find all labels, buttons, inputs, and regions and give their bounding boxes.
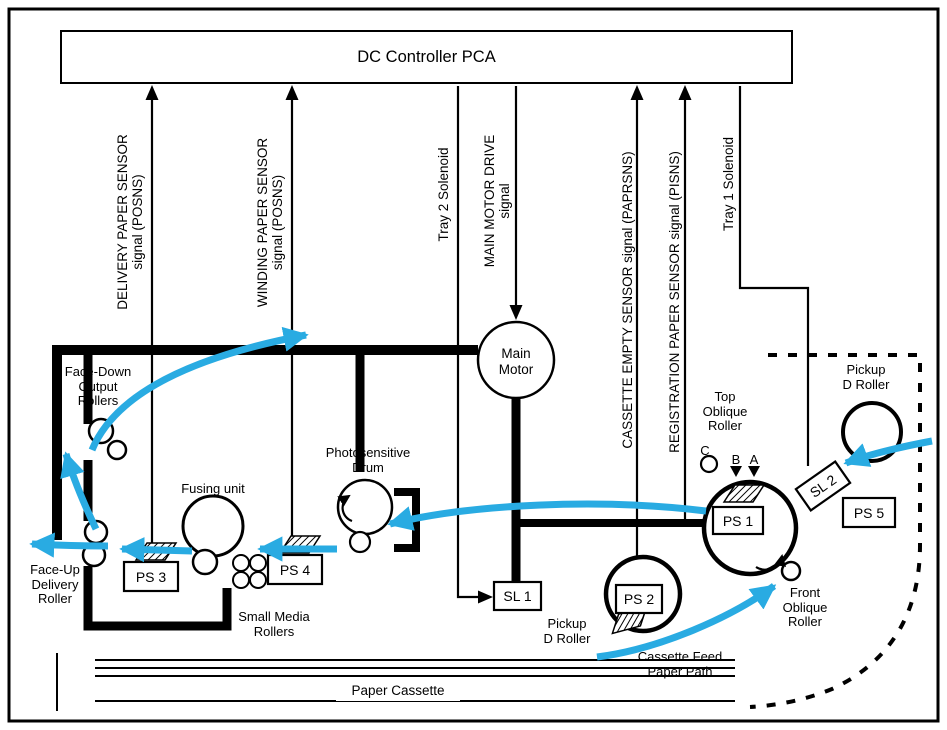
signal-label-delivery-paper-sensor: DELIVERY PAPER SENSOR signal (POSNS) bbox=[115, 134, 145, 310]
path-faceup-exit bbox=[29, 532, 109, 558]
ps3-label: PS 3 bbox=[135, 568, 167, 585]
small-media-roller-2 bbox=[249, 554, 267, 572]
signal-label-tray2-solenoid: Tray 2 Solenoid bbox=[436, 147, 451, 242]
marker-a-triangle bbox=[748, 466, 760, 477]
pressure-roller-circle bbox=[191, 548, 219, 576]
main-motor-circle bbox=[476, 320, 556, 400]
face-down-roller-2 bbox=[106, 439, 128, 461]
dc-controller-pca-title: DC Controller PCA bbox=[357, 47, 496, 66]
signal-label-main-motor-drive: MAIN MOTOR DRIVE signal bbox=[482, 134, 512, 268]
component-boxes bbox=[122, 460, 897, 615]
signal-label-cassette-empty-sensor: CASSETTE EMPTY SENSOR signal (PAPRSNS) bbox=[620, 151, 635, 449]
ps1-label: PS 1 bbox=[722, 512, 754, 529]
signal-label-registration-paper-sensor: REGISTRATION PAPER SENSOR signal (PISNS) bbox=[667, 151, 682, 453]
signal-label-winding-paper-sensor: WINDING PAPER SENSOR signal (POSNS) bbox=[255, 137, 285, 308]
photosensitive-drum-label: Photosensitive Drum bbox=[325, 445, 411, 475]
paper-cassette-label: Paper Cassette bbox=[336, 679, 460, 701]
ps1-rotation-arrow bbox=[755, 554, 786, 571]
face-down-output-rollers-label: Face-Down Output Rollers bbox=[64, 364, 132, 408]
main-motor-label: Main Motor bbox=[498, 346, 534, 377]
rotation-arrows bbox=[337, 494, 786, 571]
cassette-feed-paper-path-label: Cassette Feed Paper Path bbox=[637, 649, 723, 679]
arrowhead-motor-down bbox=[509, 305, 523, 320]
marker-b-triangle bbox=[730, 466, 742, 477]
frame-lines bbox=[52, 345, 703, 631]
frame-top-left-duct bbox=[52, 345, 478, 540]
ps4-label: PS 4 bbox=[279, 561, 311, 578]
front-oblique-roller-circle bbox=[780, 560, 802, 582]
path-fusing-to-ps3 bbox=[119, 537, 193, 563]
paper-path-arrows bbox=[29, 326, 933, 661]
line-tray1-solenoid bbox=[738, 86, 810, 466]
ps2-label: PS 2 bbox=[623, 591, 655, 607]
path-tray1-feed bbox=[843, 437, 933, 467]
ps1-box bbox=[711, 505, 765, 536]
ps2-box bbox=[614, 583, 664, 615]
pickup-d-roller-cassette-label: Pickup D Roller bbox=[543, 616, 591, 646]
face-up-delivery-roller-label: Face-Up Delivery Roller bbox=[30, 562, 80, 606]
arrowhead-sl1-right bbox=[478, 590, 493, 604]
arrowhead-registration-up bbox=[678, 85, 692, 100]
top-oblique-roller-label: Top Oblique Roller bbox=[702, 389, 748, 433]
path-facedown-output bbox=[88, 326, 309, 452]
ps3-box bbox=[122, 560, 180, 593]
top-oblique-roller-circle bbox=[699, 454, 719, 474]
ps1-flag bbox=[722, 484, 766, 503]
front-oblique-roller-label: Front Oblique Roller bbox=[782, 585, 828, 629]
pickup-d-roller-tray1-label: Pickup D Roller bbox=[842, 362, 890, 392]
path-registration-to-drum bbox=[387, 500, 707, 531]
ps5-box bbox=[841, 496, 897, 529]
arrowhead-cassette-empty-up bbox=[630, 85, 644, 100]
signal-label-tray1-solenoid: Tray 1 Solenoid bbox=[721, 136, 736, 232]
marker-a: A bbox=[749, 452, 759, 467]
signal-lines bbox=[56, 86, 810, 711]
small-media-rollers-label: Small Media Rollers bbox=[238, 609, 310, 639]
dc-controller-pca-box: DC Controller PCA bbox=[60, 30, 793, 84]
arrowhead-delivery-up bbox=[145, 85, 159, 100]
fusing-roller-circle bbox=[181, 494, 245, 558]
drum-rotation-arrow bbox=[337, 494, 353, 523]
path-up-to-facedown bbox=[60, 451, 100, 531]
fusing-unit-label: Fusing unit bbox=[181, 481, 245, 496]
ps5-label: PS 5 bbox=[853, 504, 885, 521]
line-tray2-solenoid bbox=[456, 86, 485, 599]
transfer-roller-circle bbox=[348, 530, 372, 554]
small-media-roller-1 bbox=[232, 554, 250, 572]
arrowhead-winding-up bbox=[285, 85, 299, 100]
photosensitive-drum-circle bbox=[336, 478, 394, 536]
path-cassette-feed bbox=[596, 583, 777, 661]
small-media-roller-3 bbox=[232, 571, 250, 589]
frame-lower-duct bbox=[83, 566, 232, 631]
sl1-label: SL 1 bbox=[503, 588, 532, 604]
marker-c: C bbox=[700, 443, 710, 458]
sl2-box bbox=[794, 460, 852, 512]
sl1-box bbox=[492, 580, 543, 612]
diagram-border bbox=[7, 7, 940, 723]
small-media-roller-4 bbox=[249, 571, 267, 589]
signal-arrowheads bbox=[145, 85, 760, 604]
marker-b: B bbox=[731, 452, 741, 467]
